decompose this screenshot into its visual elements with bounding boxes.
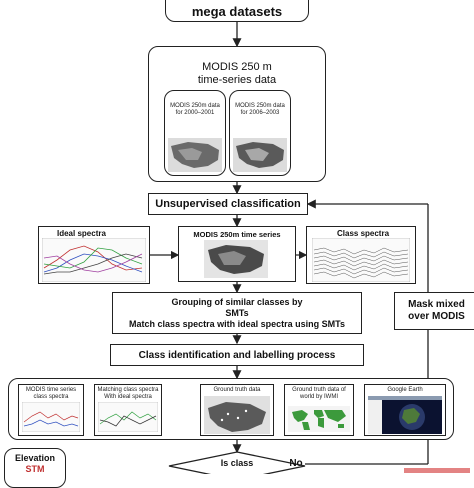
modis-series-label: MODIS 250m time series [193,230,281,239]
grouping-line2: SMTs [225,307,249,318]
elevation-line2: STM [25,464,45,474]
panel-matching-chart [98,402,158,432]
decision-diamond [168,451,306,474]
no-label: No [289,458,303,469]
unsupervised-classification-box: Unsupervised classification [148,193,308,215]
mega-datasets-label: mega datasets [191,3,283,19]
panel-google-earth-label: Google Earth [387,387,423,393]
decision-label: Is class [220,458,254,468]
panel-iwmi-world-map [288,406,350,432]
class-spectra-label: Class spectra [337,229,390,238]
modis-sub-left-label: MODIS 250m data for 2000–2001 [170,103,220,116]
panel-matching-label: Matching class spectra With ideal spectr… [97,387,159,400]
modis-series-map [204,240,268,278]
panel-ground-truth-map [204,396,270,434]
ideal-spectra-plot [42,238,146,282]
mask-line2: over MODIS [408,311,465,322]
ideal-spectra-label: Ideal spectra [57,229,106,238]
elevation-stm-box: Elevation STM [4,448,66,488]
panel-ground-truth-label: Ground truth data [213,387,261,393]
unsupervised-classification-label: Unsupervised classification [155,198,301,210]
panel-iwmi-label: Ground truth data of world by IWMI [292,387,346,400]
modis-map-left [168,138,222,172]
class-identification-box: Class identification and labelling proce… [110,344,364,366]
mask-line1: Mask mixed [408,299,465,310]
mask-mixed-box: Mask mixed over MODIS [394,292,474,330]
grouping-line3: Match class spectra with ideal spectra u… [129,318,345,329]
grouping-line1: Grouping of similar classes by [171,296,303,307]
class-spectra-plot [312,238,410,282]
modis-map-right [233,138,287,172]
panel-time-series-chart [22,402,80,432]
modis-subtitle: time-series data [197,74,277,86]
modis-sub-right-label: MODIS 250m data for 2006–2003 [235,103,285,116]
panel-time-series-label: MODIS time series class spectra [25,387,77,400]
modis-title: MODIS 250 m [202,61,272,73]
mixed-red-fragment [404,464,474,474]
elevation-line1: Elevation [14,453,55,463]
grouping-box: Grouping of similar classes by SMTs Matc… [112,292,362,334]
panel-google-earth-screen [368,396,442,434]
class-identification-label: Class identification and labelling proce… [138,349,336,361]
mega-datasets-box: mega datasets [165,0,309,22]
